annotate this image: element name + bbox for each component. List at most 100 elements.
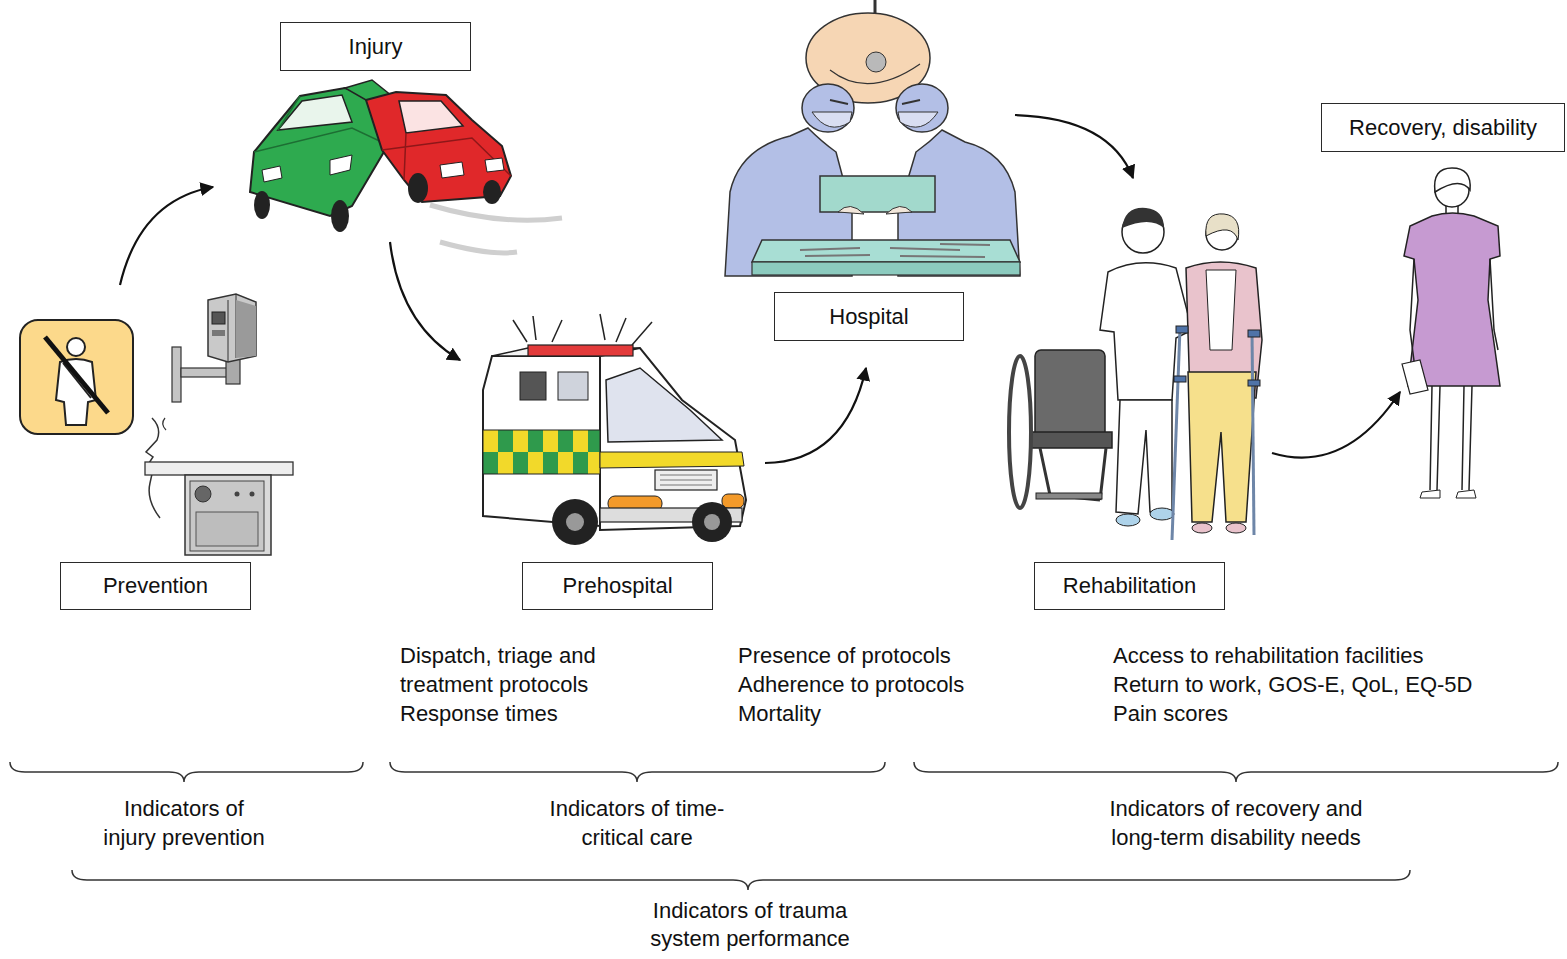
ambulance-part <box>600 348 746 530</box>
speed-camera-part <box>212 312 225 324</box>
breathalyser-part <box>196 512 258 546</box>
ambulance-part <box>533 316 536 340</box>
breathalyser-part <box>235 492 240 497</box>
breathalyser-part <box>195 486 211 502</box>
ambulance-part <box>552 320 562 342</box>
stage-label: Recovery, disability <box>1349 115 1537 141</box>
speed-camera-part <box>236 300 256 358</box>
indicator-item: Adherence to protocols <box>738 670 964 699</box>
rehabilitation-figures-part <box>1206 270 1236 350</box>
rehabilitation-figures-part <box>1030 432 1112 448</box>
connector-group <box>120 115 1400 463</box>
rehabilitation-figures-part <box>1009 356 1031 508</box>
indicator-brackets-part <box>72 870 1410 890</box>
surgeons-part <box>812 112 852 127</box>
surgeons-part <box>820 176 935 212</box>
ambulance <box>483 314 746 545</box>
rehabilitation-figures-part <box>1192 523 1212 533</box>
flow-arrow <box>390 242 460 360</box>
ambulance-part <box>722 494 744 508</box>
breathalyser-part <box>190 481 264 551</box>
rehabilitation-figures-part <box>1100 263 1192 400</box>
stage-box: Rehabilitation <box>1034 562 1225 610</box>
recovered-woman-part <box>1410 259 1498 376</box>
indicator-item: Return to work, GOS-E, QoL, EQ-5D <box>1113 670 1472 699</box>
crashing-cars-part <box>483 180 501 204</box>
ambulance-part <box>566 513 584 531</box>
surgeons-part <box>800 244 990 257</box>
indicator-item: Mortality <box>738 699 821 728</box>
stage-box: Prevention <box>60 562 251 610</box>
rehabilitation-figures-part <box>1226 523 1246 533</box>
surgeons <box>725 0 1020 276</box>
rehabilitation-figures-part <box>1248 380 1260 386</box>
rehabilitation-figures-part <box>1176 326 1188 333</box>
breathalyser-part <box>250 492 255 497</box>
surgeons-part <box>752 240 1020 262</box>
indicator-item: Pain scores <box>1113 699 1228 728</box>
rehabilitation-figures-part <box>1150 508 1174 520</box>
ambulance-part <box>704 514 720 530</box>
crashing-cars-part <box>440 162 464 178</box>
indicator-item: Presence of protocols <box>738 641 951 670</box>
crashing-cars-part <box>262 166 282 182</box>
ambulance-part <box>606 368 722 442</box>
rehabilitation-figures-part <box>1035 350 1105 440</box>
crashing-cars-part <box>330 155 352 175</box>
recovered-woman-part <box>1456 490 1476 498</box>
surgeons-part <box>866 52 886 72</box>
stage-box: Injury <box>280 22 471 71</box>
indicator-brackets-part <box>914 762 1558 782</box>
surgeons-part <box>898 112 938 127</box>
seatbelt-sign <box>20 320 133 434</box>
ambulance-part <box>660 475 712 485</box>
ambulance-part <box>655 470 717 490</box>
crashing-cars-part <box>430 205 562 220</box>
ambulance-part <box>558 372 588 400</box>
seatbelt-sign-part <box>67 338 85 356</box>
rehabilitation-figures-part <box>1248 330 1260 337</box>
surgeons-part <box>896 84 948 132</box>
rehabilitation-figures-part <box>1116 400 1172 514</box>
ambulance-part <box>520 372 546 400</box>
recovered-woman-part <box>1402 360 1428 394</box>
ambulance-part <box>513 320 527 342</box>
seatbelt-sign-part <box>63 363 91 398</box>
rehabilitation-figures-part <box>1172 328 1180 540</box>
recovered-woman-part <box>1430 386 1472 490</box>
indicator-brackets-part <box>390 762 885 782</box>
flow-arrow <box>1272 392 1400 458</box>
flow-arrow <box>1015 115 1133 178</box>
surgeons-part <box>838 206 864 214</box>
rehabilitation-figures-part <box>1040 448 1106 500</box>
indicator-item: Dispatch, triage and treatment protocols <box>400 641 610 699</box>
crashing-cars-part <box>382 133 511 180</box>
stage-label: Hospital <box>829 304 908 330</box>
ambulance-part <box>616 318 626 342</box>
rehabilitation-figures-part <box>1174 376 1186 382</box>
rehabilitation-figures-part <box>1252 330 1254 535</box>
crashing-cars-part <box>399 101 463 133</box>
indicator-group-heading: Indicators of trauma system performance <box>645 897 855 953</box>
flow-arrow <box>120 187 213 285</box>
speed-camera-part <box>228 294 236 362</box>
speed-camera <box>172 294 256 402</box>
seatbelt-sign-part <box>45 337 108 413</box>
speed-camera-part <box>208 294 256 362</box>
crashing-cars-part <box>485 158 504 172</box>
ambulance-part <box>552 499 598 545</box>
indicator-brackets-part <box>10 762 363 782</box>
stage-label: Rehabilitation <box>1063 573 1196 599</box>
crashing-cars-part <box>440 242 517 253</box>
ambulance-part <box>692 502 732 542</box>
surgeons-part <box>886 206 912 214</box>
indicator-brackets <box>10 762 1558 890</box>
breathalyser-part <box>163 418 166 430</box>
rehabilitation-figures-part <box>1206 214 1239 240</box>
recovered-woman <box>1402 168 1500 498</box>
speed-camera-part <box>212 330 225 336</box>
ambulance-part <box>600 314 605 340</box>
stage-label: Prevention <box>103 573 208 599</box>
seatbelt-sign-part <box>20 320 133 434</box>
